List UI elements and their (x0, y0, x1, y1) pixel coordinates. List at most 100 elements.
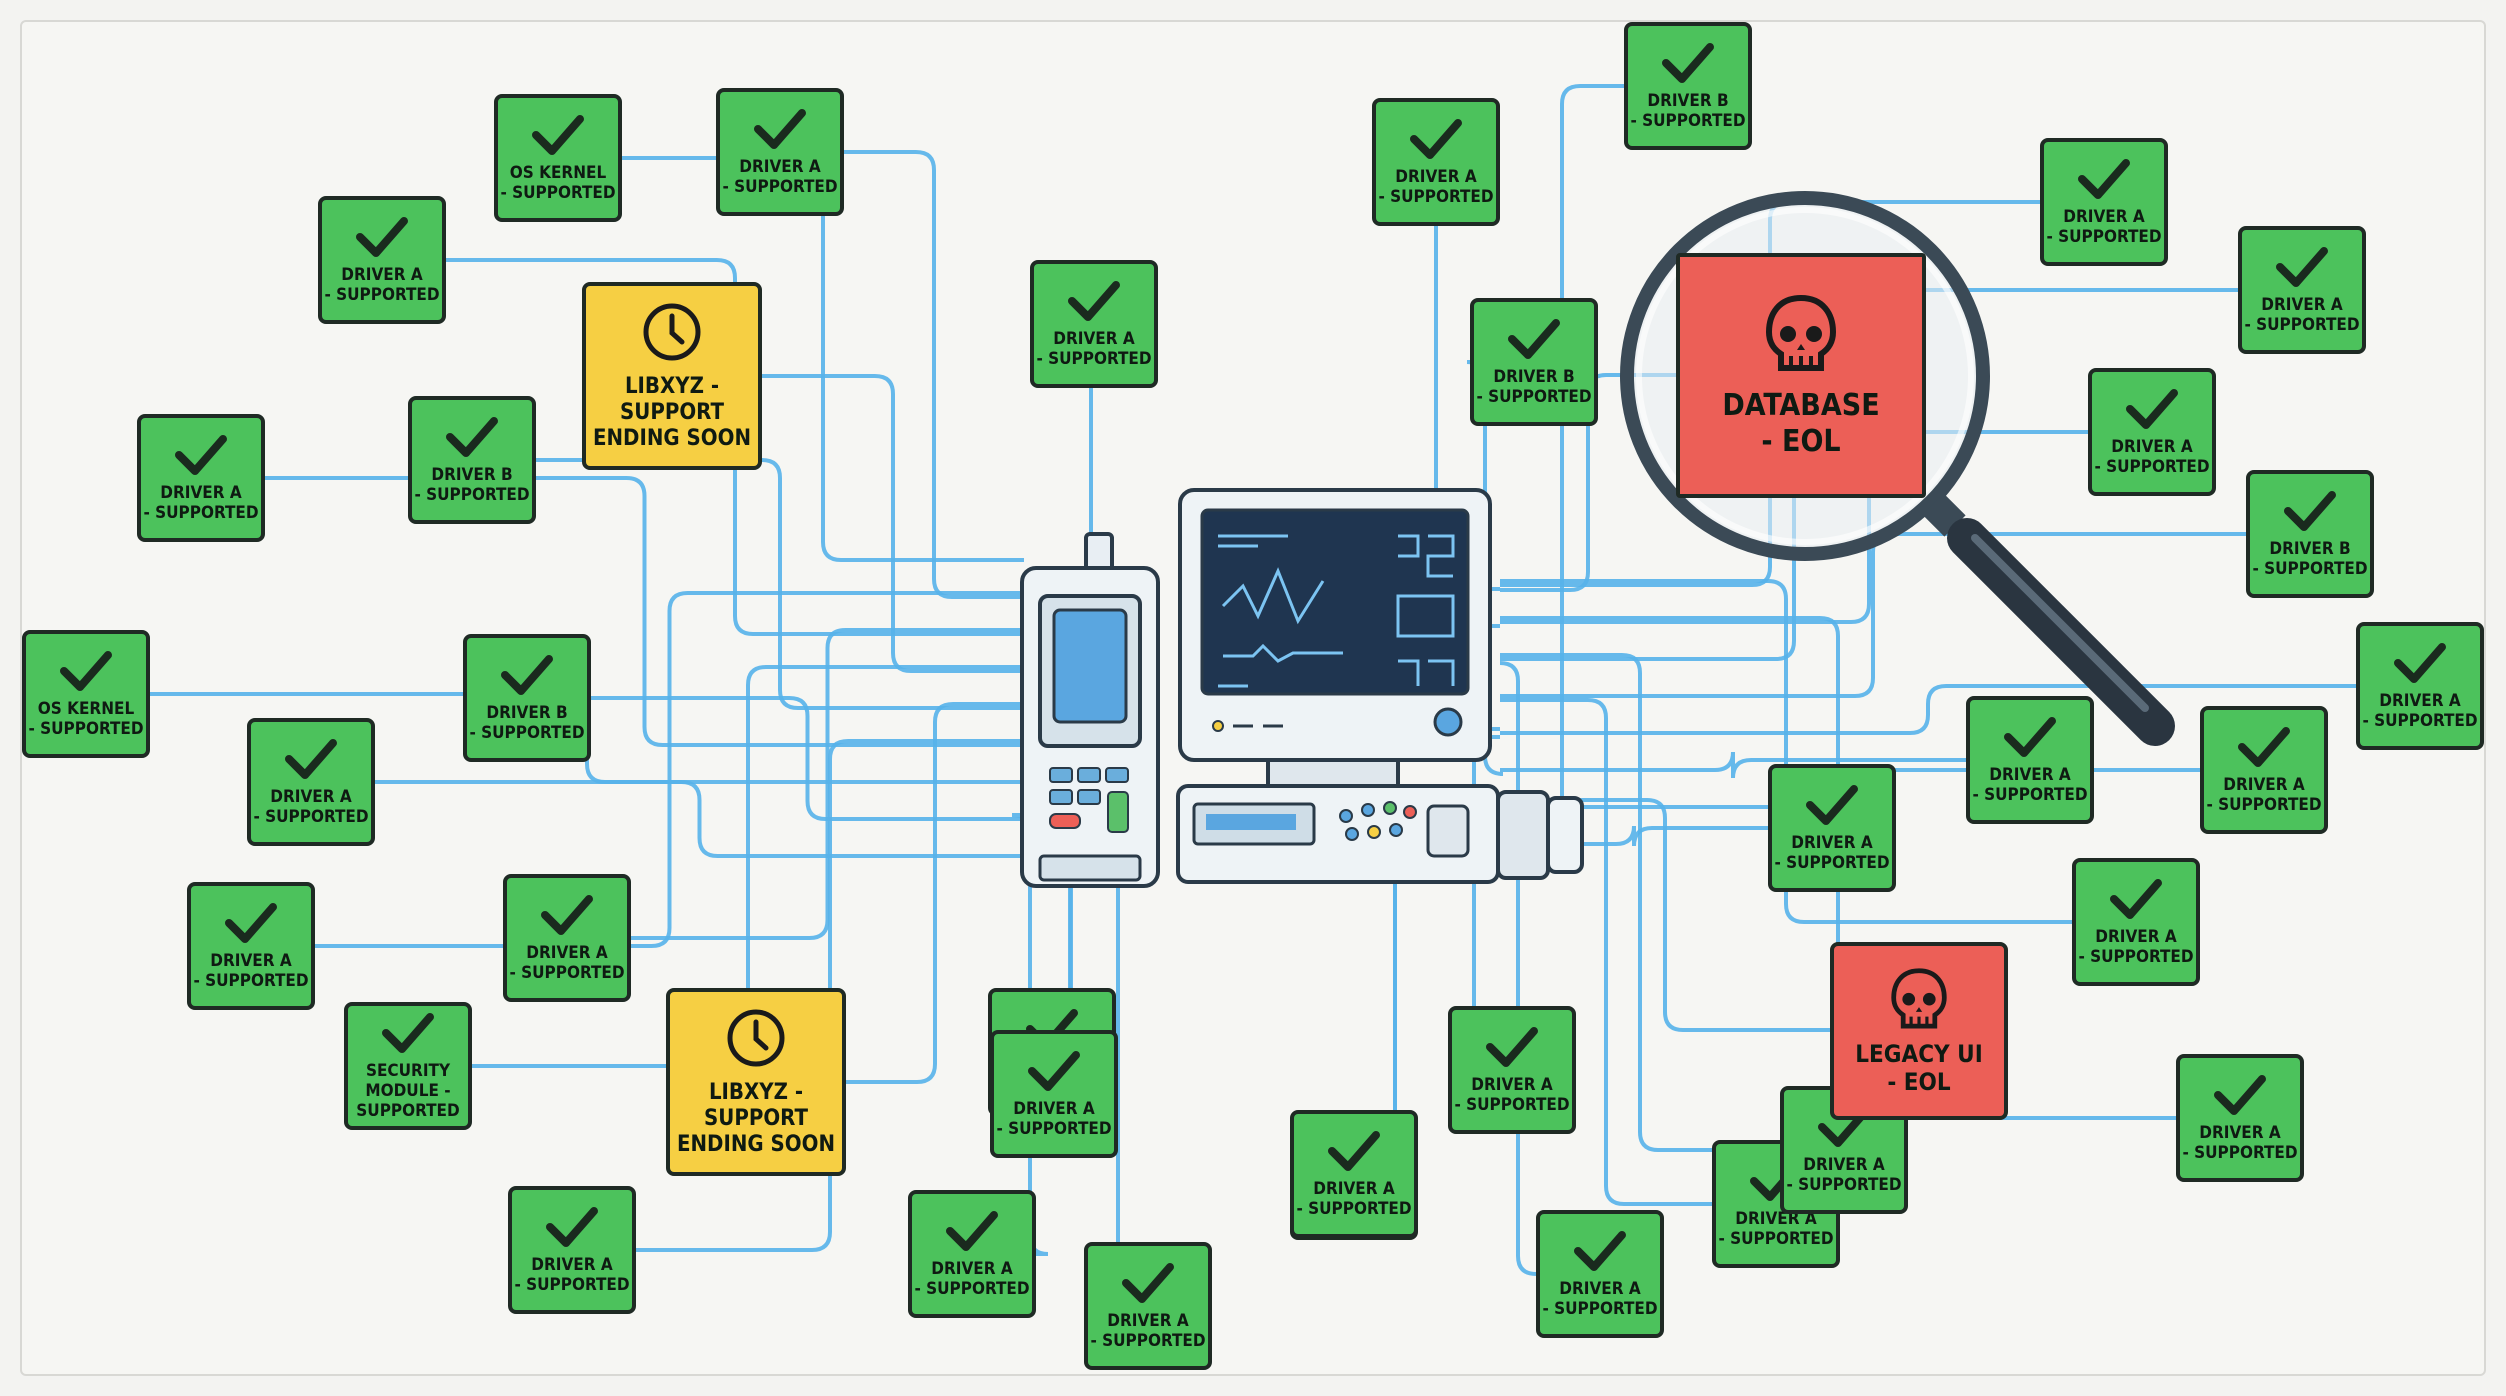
checkmark-icon (539, 893, 595, 937)
node-label: DRIVER A - SUPPORTED (1454, 1075, 1570, 1115)
checkmark-icon (2212, 1073, 2268, 1117)
ending-soon-node[interactable]: LIBXYZ - SUPPORT ENDING SOON (666, 988, 846, 1176)
supported-node[interactable]: DRIVER B - SUPPORTED (2246, 470, 2374, 598)
supported-node[interactable]: DRIVER A - SUPPORTED (2040, 138, 2168, 266)
checkmark-icon (173, 433, 229, 477)
node-label: DRIVER A - SUPPORTED (2182, 1123, 2298, 1163)
checkmark-icon (2236, 725, 2292, 769)
supported-node[interactable]: DRIVER A - SUPPORTED (187, 882, 315, 1010)
wire-n36 (1500, 653, 1780, 1152)
checkmark-icon (283, 737, 339, 781)
wire-n34 (1500, 579, 2072, 924)
supported-node[interactable]: DRIVER A - SUPPORTED (508, 1186, 636, 1314)
wire-n4 (762, 374, 1024, 673)
supported-node[interactable]: DRIVER A - SUPPORTED (2176, 1054, 2304, 1182)
node-label: DRIVER A - SUPPORTED (1296, 1179, 1412, 1219)
checkmark-icon (1120, 1261, 1176, 1305)
node-label: DRIVER B - SUPPORTED (414, 465, 530, 505)
supported-node[interactable]: DRIVER A - SUPPORTED (2356, 622, 2484, 750)
supported-node[interactable]: DRIVER A - SUPPORTED (318, 196, 446, 324)
supported-node[interactable]: DRIVER A - SUPPORTED (247, 718, 375, 846)
supported-node[interactable]: DRIVER A - SUPPORTED (2200, 706, 2328, 834)
node-label: DRIVER A - SUPPORTED (2094, 437, 2210, 477)
supported-node[interactable]: DRIVER A - SUPPORTED (1372, 98, 1500, 226)
supported-node[interactable]: DRIVER A - SUPPORTED (716, 88, 844, 216)
checkmark-icon (2124, 387, 2180, 431)
wire-n5 (536, 458, 1024, 710)
supported-node[interactable]: DRIVER A - SUPPORTED (908, 1190, 1036, 1318)
checkmark-icon (354, 215, 410, 259)
node-label: SECURITY MODULE - SUPPORTED (356, 1061, 460, 1121)
supported-node[interactable]: OS KERNEL - SUPPORTED (494, 94, 622, 222)
supported-node[interactable]: DRIVER A - SUPPORTED (1536, 1210, 1664, 1338)
supported-node[interactable]: DRIVER A - SUPPORTED (2238, 226, 2366, 354)
wire-n33 (1500, 825, 1768, 847)
checkmark-icon (2002, 715, 2058, 759)
supported-node[interactable]: DRIVER A - SUPPORTED (1030, 260, 1158, 388)
ending-soon-node[interactable]: LIBXYZ - SUPPORT ENDING SOON (582, 282, 762, 470)
checkmark-icon (499, 653, 555, 697)
wire-n6 (265, 476, 1024, 747)
skull-icon (1761, 292, 1841, 378)
node-label: DRIVER A - SUPPORTED (2244, 295, 2360, 335)
node-label: DRIVER A - SUPPORTED (2078, 927, 2194, 967)
wire-n8 (591, 696, 1024, 821)
database-eol-node[interactable]: DATABASE - EOL (1676, 253, 1926, 498)
checkmark-icon (1660, 41, 1716, 85)
checkmark-icon (530, 113, 586, 157)
node-label: DRIVER A - SUPPORTED (193, 951, 309, 991)
wire-n10 (315, 591, 1024, 948)
wire-n21 (1500, 698, 1712, 1206)
node-label: DRIVER A - SUPPORTED (1542, 1279, 1658, 1319)
node-label: DRIVER B - SUPPORTED (469, 703, 585, 743)
supported-node[interactable]: SECURITY MODULE - SUPPORTED (344, 1002, 472, 1130)
wire-legacy-ui (1500, 798, 1830, 1032)
supported-node[interactable]: DRIVER A - SUPPORTED (2072, 858, 2200, 986)
checkmark-icon (1484, 1025, 1540, 1069)
supported-node[interactable]: DRIVER A - SUPPORTED (503, 874, 631, 1002)
checkmark-icon (2108, 877, 2164, 921)
supported-node[interactable]: DRIVER B - SUPPORTED (1624, 22, 1752, 150)
checkmark-icon (1804, 783, 1860, 827)
node-label: LEGACY UI - EOL (1855, 1040, 1983, 1096)
supported-node[interactable]: DRIVER B - SUPPORTED (1470, 298, 1598, 426)
node-label: DRIVER A - SUPPORTED (1774, 833, 1890, 873)
supported-node[interactable]: OS KERNEL - SUPPORTED (22, 630, 150, 758)
wire-n13 (846, 702, 1024, 1084)
wire-n31 (1500, 751, 1966, 779)
node-label: DRIVER A - SUPPORTED (143, 483, 259, 523)
node-label: DRIVER A - SUPPORTED (324, 265, 440, 305)
medical-device-illustration (1020, 488, 1584, 888)
node-label: DRIVER A - SUPPORTED (722, 157, 838, 197)
node-label: DRIVER A - SUPPORTED (2206, 775, 2322, 815)
clock-icon (640, 300, 704, 364)
checkmark-icon (1026, 1049, 1082, 1093)
node-label: DRIVER A - SUPPORTED (1786, 1155, 1902, 1195)
supported-node[interactable]: DRIVER A - SUPPORTED (137, 414, 265, 542)
node-label: DRIVER A - SUPPORTED (2362, 691, 2478, 731)
supported-node[interactable]: DRIVER A - SUPPORTED (990, 1030, 1118, 1158)
legacy-ui-eol-node[interactable]: LEGACY UI - EOL (1830, 942, 2008, 1120)
node-label: DRIVER B - SUPPORTED (1476, 367, 1592, 407)
supported-node[interactable]: DRIVER A - SUPPORTED (2088, 368, 2216, 496)
supported-node[interactable]: DRIVER A - SUPPORTED (1448, 1006, 1576, 1134)
supported-node[interactable]: DRIVER B - SUPPORTED (408, 396, 536, 524)
supported-node[interactable]: DRIVER A - SUPPORTED (1966, 696, 2094, 824)
skull-icon (1887, 966, 1951, 1034)
wire-n11 (631, 628, 1024, 940)
checkmark-icon (1326, 1129, 1382, 1173)
supported-node[interactable]: DRIVER A - SUPPORTED (1290, 1110, 1418, 1238)
supported-node[interactable]: DRIVER A - SUPPORTED (1768, 764, 1896, 892)
node-label: DRIVER A - SUPPORTED (1378, 167, 1494, 207)
node-label: DRIVER A - SUPPORTED (996, 1099, 1112, 1139)
supported-node[interactable]: DRIVER B - SUPPORTED (463, 634, 591, 762)
checkmark-icon (58, 649, 114, 693)
checkmark-icon (223, 901, 279, 945)
node-label: DRIVER B - SUPPORTED (1630, 91, 1746, 131)
node-label: DRIVER A - SUPPORTED (1090, 1311, 1206, 1351)
node-label: DRIVER A - SUPPORTED (509, 943, 625, 983)
checkmark-icon (2076, 157, 2132, 201)
node-label: DATABASE - EOL (1722, 387, 1880, 459)
supported-node[interactable]: DRIVER A - SUPPORTED (1084, 1242, 1212, 1370)
checkmark-icon (2274, 245, 2330, 289)
